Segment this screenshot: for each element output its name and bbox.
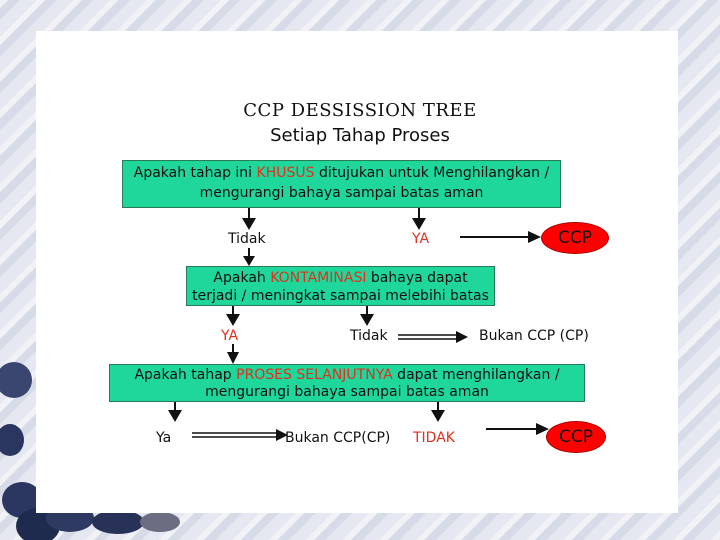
arrow-ya-to-ccp-1 (460, 231, 541, 243)
label-q2-tidak: Tidak (350, 328, 388, 344)
arrow-ya-to-q3 (227, 344, 239, 364)
arrow-tidak-to-ccp-2 (486, 423, 549, 435)
arrow-tidak-to-bukan-ccp (398, 331, 468, 343)
ccp-result-1: CCP (541, 222, 609, 254)
arrow-q2-ya (226, 306, 240, 326)
label-q2-ya: YA (221, 328, 238, 344)
arrow-q1-tidak (242, 208, 256, 230)
arrow-q3-tidak (431, 402, 445, 422)
arrow-ya-to-bukan-ccp (192, 429, 288, 441)
label-q1-ya: YA (412, 231, 429, 247)
label-q3-bukan-ccp: Bukan CCP(CP) (285, 430, 390, 446)
arrow-q3-ya (168, 402, 182, 422)
arrow-q2-tidak (360, 306, 374, 326)
label-q1-tidak: Tidak (228, 231, 266, 247)
label-q2-bukan-ccp: Bukan CCP (CP) (479, 328, 589, 344)
label-q3-tidak: TIDAK (413, 430, 455, 446)
label-q3-ya: Ya (156, 430, 171, 446)
ccp-result-2: CCP (546, 421, 606, 453)
arrow-tidak-to-q2 (243, 248, 255, 266)
arrow-q1-ya (412, 208, 426, 230)
